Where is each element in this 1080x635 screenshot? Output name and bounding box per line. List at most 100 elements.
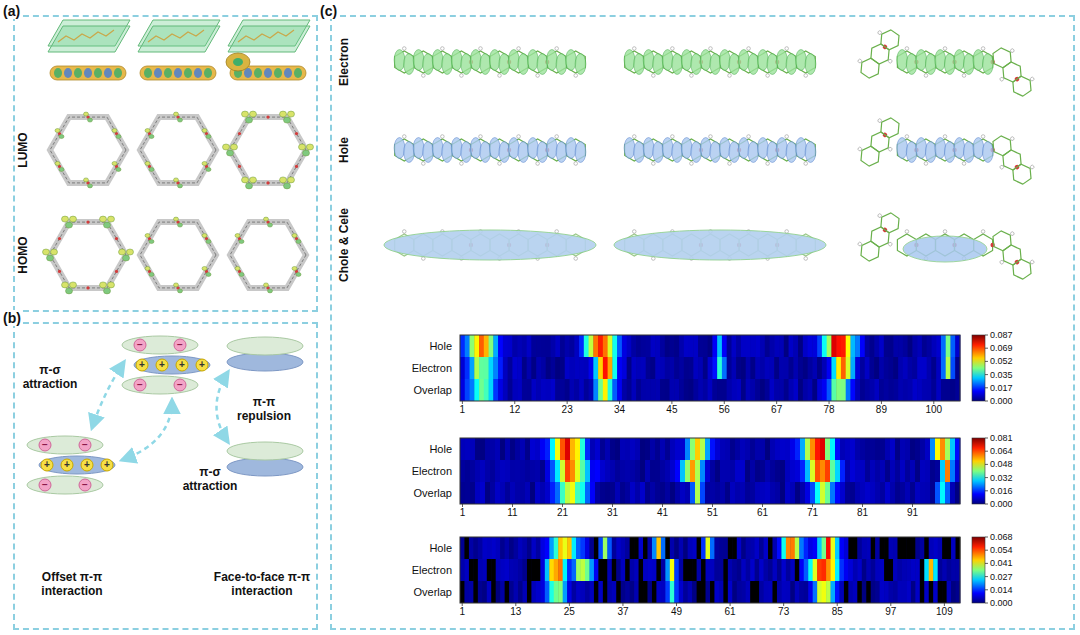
heatmap-cell bbox=[643, 537, 648, 559]
heatmap-cell bbox=[804, 559, 809, 581]
orbital-lobe bbox=[729, 142, 740, 163]
heatmap-cell bbox=[670, 559, 675, 581]
heatmap-cell bbox=[635, 438, 640, 460]
heatmap-cell bbox=[630, 460, 635, 482]
heatmap-cell bbox=[460, 379, 465, 401]
heatmap-cell bbox=[870, 357, 875, 379]
heatmap-cell bbox=[634, 537, 639, 559]
heatmap-cell bbox=[536, 379, 541, 401]
heatmap-cell bbox=[898, 559, 903, 581]
heatmap-cell bbox=[480, 438, 485, 460]
heatmap-cell bbox=[741, 559, 746, 581]
axis-tick: 1 bbox=[459, 606, 465, 618]
esp-surface bbox=[226, 53, 250, 71]
heatmap-cell bbox=[491, 537, 496, 559]
heatmap-cell bbox=[884, 335, 889, 357]
hydrogen-atom bbox=[690, 162, 694, 166]
heatmap-cell bbox=[800, 482, 805, 504]
heatmap-cell bbox=[660, 357, 665, 379]
orbital-lobe bbox=[280, 177, 287, 183]
heatmap-cell bbox=[705, 460, 710, 482]
heatmap-cell bbox=[826, 581, 831, 603]
row-label: Electron bbox=[338, 38, 352, 86]
heatmap-frame bbox=[460, 335, 960, 401]
heatmap-cell bbox=[723, 559, 728, 581]
heatmap-cell bbox=[546, 379, 551, 401]
heatmap-cell bbox=[665, 379, 670, 401]
charge-circle bbox=[136, 359, 148, 371]
heatmap-cell bbox=[803, 357, 808, 379]
heatmap-cell bbox=[469, 537, 474, 559]
heatmap-cell bbox=[505, 537, 510, 559]
oxygen-atom bbox=[86, 286, 89, 289]
hydrogen-atom bbox=[766, 162, 770, 166]
heatmap-cell bbox=[885, 460, 890, 482]
orbital-lobe bbox=[206, 135, 211, 139]
heatmap-cell bbox=[612, 581, 617, 603]
heatmap-cell bbox=[641, 379, 646, 401]
heatmap-cell bbox=[617, 335, 622, 357]
heatmap-cell bbox=[622, 335, 627, 357]
orbital-lobe bbox=[246, 183, 253, 189]
heatmap-cell bbox=[813, 537, 818, 559]
heatmap-cell bbox=[906, 537, 911, 559]
tick-mark bbox=[762, 504, 763, 507]
heatmap-cell bbox=[831, 357, 836, 379]
heatmap-cell bbox=[735, 482, 740, 504]
heatmap-cell bbox=[560, 335, 565, 357]
heatmap-cell bbox=[692, 559, 697, 581]
orbital-lobe bbox=[145, 234, 150, 238]
heatmap-cell bbox=[817, 357, 822, 379]
orbital-lobe bbox=[292, 266, 297, 270]
esp-patch bbox=[114, 68, 122, 78]
heatmap-cell bbox=[950, 335, 955, 357]
heatmap-cell bbox=[710, 537, 715, 559]
heatmap-cell bbox=[482, 537, 487, 559]
heatmap-cell bbox=[889, 581, 894, 603]
heatmap-cell bbox=[775, 438, 780, 460]
orbital-lobe bbox=[307, 144, 314, 150]
heatmap-cell bbox=[485, 482, 490, 504]
orbital-lobe bbox=[681, 138, 692, 159]
esp-patch bbox=[184, 68, 192, 78]
heatmap-cell bbox=[860, 438, 865, 460]
tick-mark bbox=[724, 401, 725, 404]
heatmap-cell bbox=[900, 438, 905, 460]
heatmap-cell bbox=[460, 581, 465, 603]
heatmap-cell bbox=[470, 357, 475, 379]
heatmap-cell bbox=[679, 379, 684, 401]
heatmap-cell bbox=[779, 357, 784, 379]
orbital-lobe bbox=[112, 161, 117, 165]
hydrogen-atom bbox=[498, 162, 502, 166]
heatmap-cell bbox=[579, 357, 584, 379]
heatmap-cell bbox=[474, 379, 479, 401]
heatmap-cell bbox=[879, 335, 884, 357]
heatmap-cell bbox=[720, 460, 725, 482]
heatmap-cell bbox=[635, 460, 640, 482]
heatmap-cell bbox=[817, 581, 822, 603]
heatmap-cell bbox=[635, 482, 640, 504]
heatmap-cell bbox=[845, 438, 850, 460]
heatmap-cell bbox=[865, 438, 870, 460]
orbital-lobe bbox=[442, 54, 453, 75]
heatmap-cell bbox=[759, 581, 764, 603]
orbital-lobe bbox=[284, 183, 291, 189]
hydrogen-atom bbox=[479, 135, 483, 139]
heatmap-cell bbox=[660, 379, 665, 401]
heatmap-cell bbox=[715, 460, 720, 482]
esp-patch bbox=[94, 68, 102, 78]
heatmap-cell bbox=[770, 357, 775, 379]
heatmap-cell bbox=[835, 460, 840, 482]
orbital-lobe bbox=[777, 138, 788, 159]
axis-tick: 23 bbox=[562, 404, 573, 416]
heatmap-cell bbox=[927, 379, 932, 401]
molecule bbox=[384, 230, 596, 261]
heatmap-cell bbox=[850, 438, 855, 460]
orbital-lobe bbox=[575, 142, 586, 163]
heatmap-cell bbox=[567, 537, 572, 559]
heatmap-cell bbox=[911, 581, 916, 603]
heatmap-cell bbox=[684, 335, 689, 357]
heatmap-cell bbox=[870, 460, 875, 482]
heatmap-cell bbox=[496, 559, 501, 581]
charge-symbol: − bbox=[177, 380, 183, 390]
